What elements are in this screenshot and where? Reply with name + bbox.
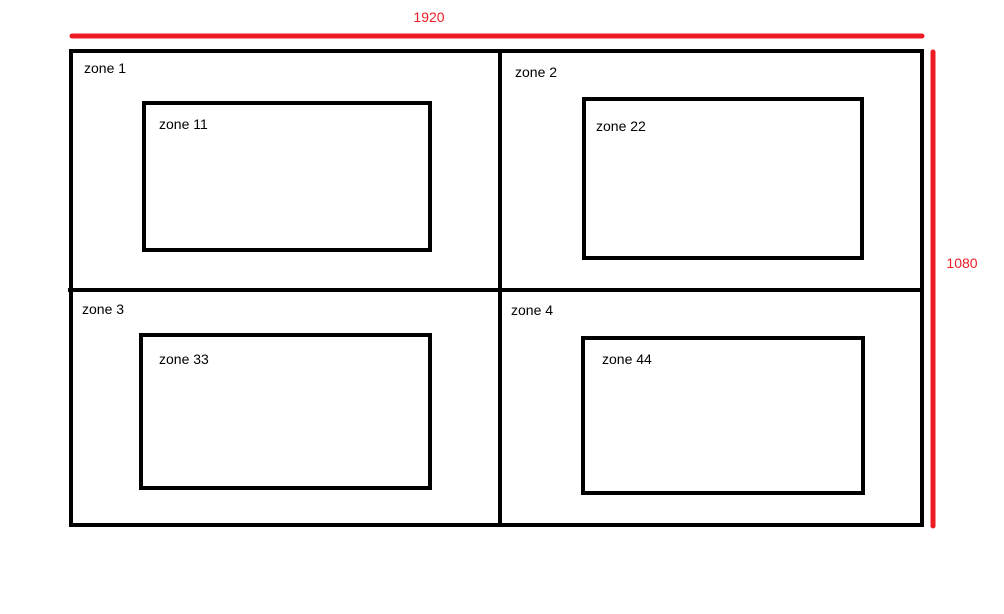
zone-11-label: zone 11 — [159, 116, 208, 132]
zone-4-label: zone 4 — [511, 302, 553, 318]
zone-2-label: zone 2 — [515, 64, 557, 80]
zone-33-label: zone 33 — [159, 351, 209, 367]
zone-33-box — [139, 333, 432, 490]
height-dimension-label: 1080 — [946, 255, 977, 271]
width-dimension-label: 1920 — [413, 9, 444, 25]
zone-22-label: zone 22 — [596, 118, 646, 134]
zone-1-label: zone 1 — [84, 60, 126, 76]
zone-22-box — [582, 97, 864, 260]
zone-3-label: zone 3 — [82, 301, 124, 317]
zone-11-box — [142, 101, 432, 252]
zone-44-label: zone 44 — [602, 351, 652, 367]
zone-44-box — [581, 336, 865, 495]
